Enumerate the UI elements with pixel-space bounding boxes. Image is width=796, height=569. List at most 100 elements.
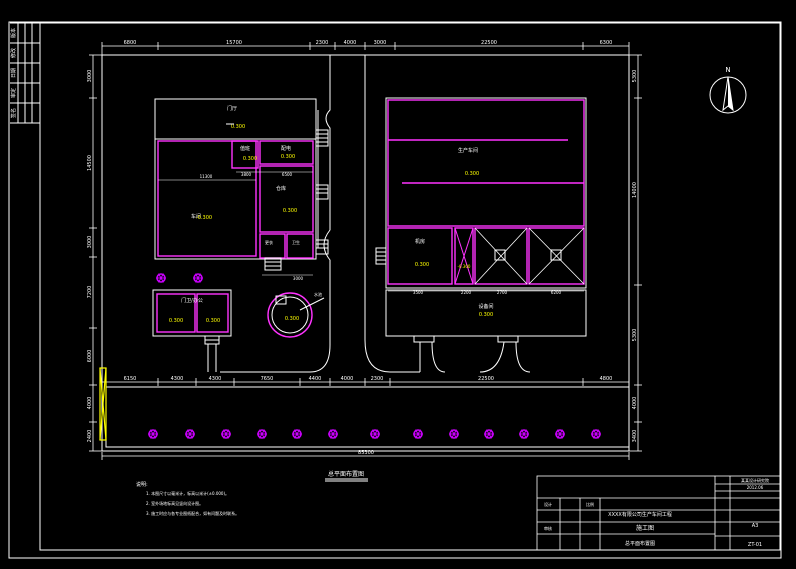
total-dimension-line <box>101 452 630 460</box>
room-big-left-label: 车间 <box>191 213 201 220</box>
dim-bottom-3: 4300 <box>209 376 222 382</box>
dim-right-1: 5300 <box>632 70 638 83</box>
tree-icon <box>370 429 380 439</box>
tree-icon <box>555 429 565 439</box>
title-block <box>536 475 781 551</box>
tree-icon <box>221 429 231 439</box>
tree-icon <box>148 429 158 439</box>
strip-label-1: 版本 <box>10 28 17 38</box>
tb-company: 某某设计研究院 <box>741 477 769 483</box>
dim-right-5: 3400 <box>632 430 638 443</box>
access-road-left <box>207 344 217 372</box>
room-big-left <box>157 140 257 257</box>
right-building-group: 生产车间 0.300 机房 0.300 -0.300 3500 2200 270… <box>385 97 587 337</box>
tree-icon <box>519 429 529 439</box>
room-small-a <box>259 233 286 259</box>
room-upper-small-b <box>259 140 314 165</box>
strip-label-4: 审定 <box>10 88 17 98</box>
sheet-inner-border <box>39 22 781 551</box>
dim-bottom-2: 4300 <box>171 376 184 382</box>
dim-inner-3: 6500 <box>282 172 293 177</box>
room-left-top-band: 门厅 <box>227 105 237 112</box>
dim-bottom-1: 6150 <box>124 376 137 382</box>
right-dimension-line <box>629 54 642 452</box>
room-right-big <box>387 99 585 227</box>
strip-label-5: 签名 <box>10 108 17 118</box>
tb-code: A3 <box>752 523 759 529</box>
room-mid-right <box>259 165 314 233</box>
elev-4: -0.300 <box>196 215 212 221</box>
tree-icon <box>328 429 338 439</box>
dim-inner-7: 2700 <box>497 290 508 295</box>
elev-6: 0.300 <box>169 318 183 324</box>
dim-inner-6: 2200 <box>461 290 472 295</box>
elev-7: 0.300 <box>206 318 220 324</box>
room-circle-tank-label: 水池 <box>314 291 322 297</box>
tree-icon <box>156 273 166 283</box>
tree-icon <box>413 429 423 439</box>
bottom-dimension-line <box>101 378 630 386</box>
green-belt <box>105 386 630 448</box>
left-building-group: 门厅 0.300 值班 0.300 配电 0.300 车间 -0.300 仓库 … <box>154 98 317 281</box>
north-label: N <box>725 66 730 74</box>
elev-10: 0.300 <box>415 262 429 268</box>
room-small-b-label: 卫生 <box>292 239 300 245</box>
dim-left-4: 7200 <box>87 286 93 299</box>
dim-right-2: 14000 <box>632 182 638 198</box>
tb-designer-label: 设计 <box>544 501 552 507</box>
dim-left-6: 4000 <box>87 397 93 410</box>
tree-icon <box>591 429 601 439</box>
dim-bottom-6: 4000 <box>341 376 354 382</box>
tree-icon <box>484 429 494 439</box>
dim-left-2: 14500 <box>87 155 93 171</box>
dim-inner-8: 6200 <box>551 290 562 295</box>
room-upper-small-a-label: 值班 <box>240 145 250 152</box>
room-right-bottom-label: 设备间 <box>478 303 493 310</box>
dim-top-5: 3000 <box>374 40 387 46</box>
dim-inner-4: 3000 <box>293 276 304 281</box>
dim-right-3: 5300 <box>632 329 638 342</box>
room-right-big-label: 生产车间 <box>458 147 478 154</box>
room-right-sub-a-label: 机房 <box>415 238 425 245</box>
dim-top-1: 6800 <box>124 40 137 46</box>
tb-checker-label: 审核 <box>544 525 552 531</box>
dim-top-4: 4000 <box>344 40 357 46</box>
strip-label-2: 修改 <box>10 48 17 58</box>
left-dimension-line <box>89 54 102 452</box>
title-block-texts: XXXX有限公司生产车间工程 施工图 总平面布置图 设计 审核 比例 某某设计研… <box>544 477 769 548</box>
tb-date: 2012.06 <box>747 485 764 490</box>
steps-left-building <box>315 129 387 265</box>
tb-project: XXXX有限公司生产车间工程 <box>608 511 672 518</box>
dim-left-7: 2400 <box>87 430 93 443</box>
dim-inner-1: 11300 <box>200 174 213 179</box>
central-road <box>220 55 420 373</box>
tb-drawing-name: 总平面布置图 <box>625 540 655 547</box>
dim-inner-5: 3500 <box>413 290 424 295</box>
elev-8: 0.300 <box>285 316 299 322</box>
left-dimension-texts: 3000 14500 3000 7200 6000 4000 2400 <box>87 70 93 443</box>
dim-bottom-7: 2300 <box>371 376 384 382</box>
top-dimension-line <box>101 42 630 55</box>
elev-9: 0.300 <box>465 171 479 177</box>
dim-right-4: 4000 <box>632 397 638 410</box>
access-roads-right <box>413 335 531 373</box>
tb-phase: 施工图 <box>636 524 654 532</box>
tb-scale-label: 比例 <box>586 501 594 507</box>
room-right-sub-a <box>387 227 453 285</box>
dim-bottom-5: 4400 <box>309 376 322 382</box>
dim-left-1: 3000 <box>87 70 93 83</box>
room-bottom-left-block-label: 门卫/办公 <box>181 297 203 304</box>
tree-icon <box>292 429 302 439</box>
room-mid-right-label: 仓库 <box>276 185 286 192</box>
notes-block: 说明: 1. 本图尺寸以毫米计，标高以米计(±0.000)。 2. 室外场地标高… <box>136 481 239 516</box>
dim-bottom-8: 22500 <box>478 376 494 382</box>
top-dimension-texts: 6800 15700 2300 4000 3000 22500 6300 <box>124 40 613 46</box>
plan-title: 总平面布置图 <box>328 470 364 478</box>
yellow-gate-marker <box>99 367 107 441</box>
tb-sheet-no: ZT-01 <box>748 542 762 548</box>
dim-top-6: 22500 <box>481 40 497 46</box>
dim-left-3: 3000 <box>87 236 93 249</box>
dim-top-3: 2300 <box>316 40 329 46</box>
elev-1: 0.300 <box>231 124 245 130</box>
left-binding-strip: 版本 修改 日期 审定 签名 <box>10 22 40 124</box>
